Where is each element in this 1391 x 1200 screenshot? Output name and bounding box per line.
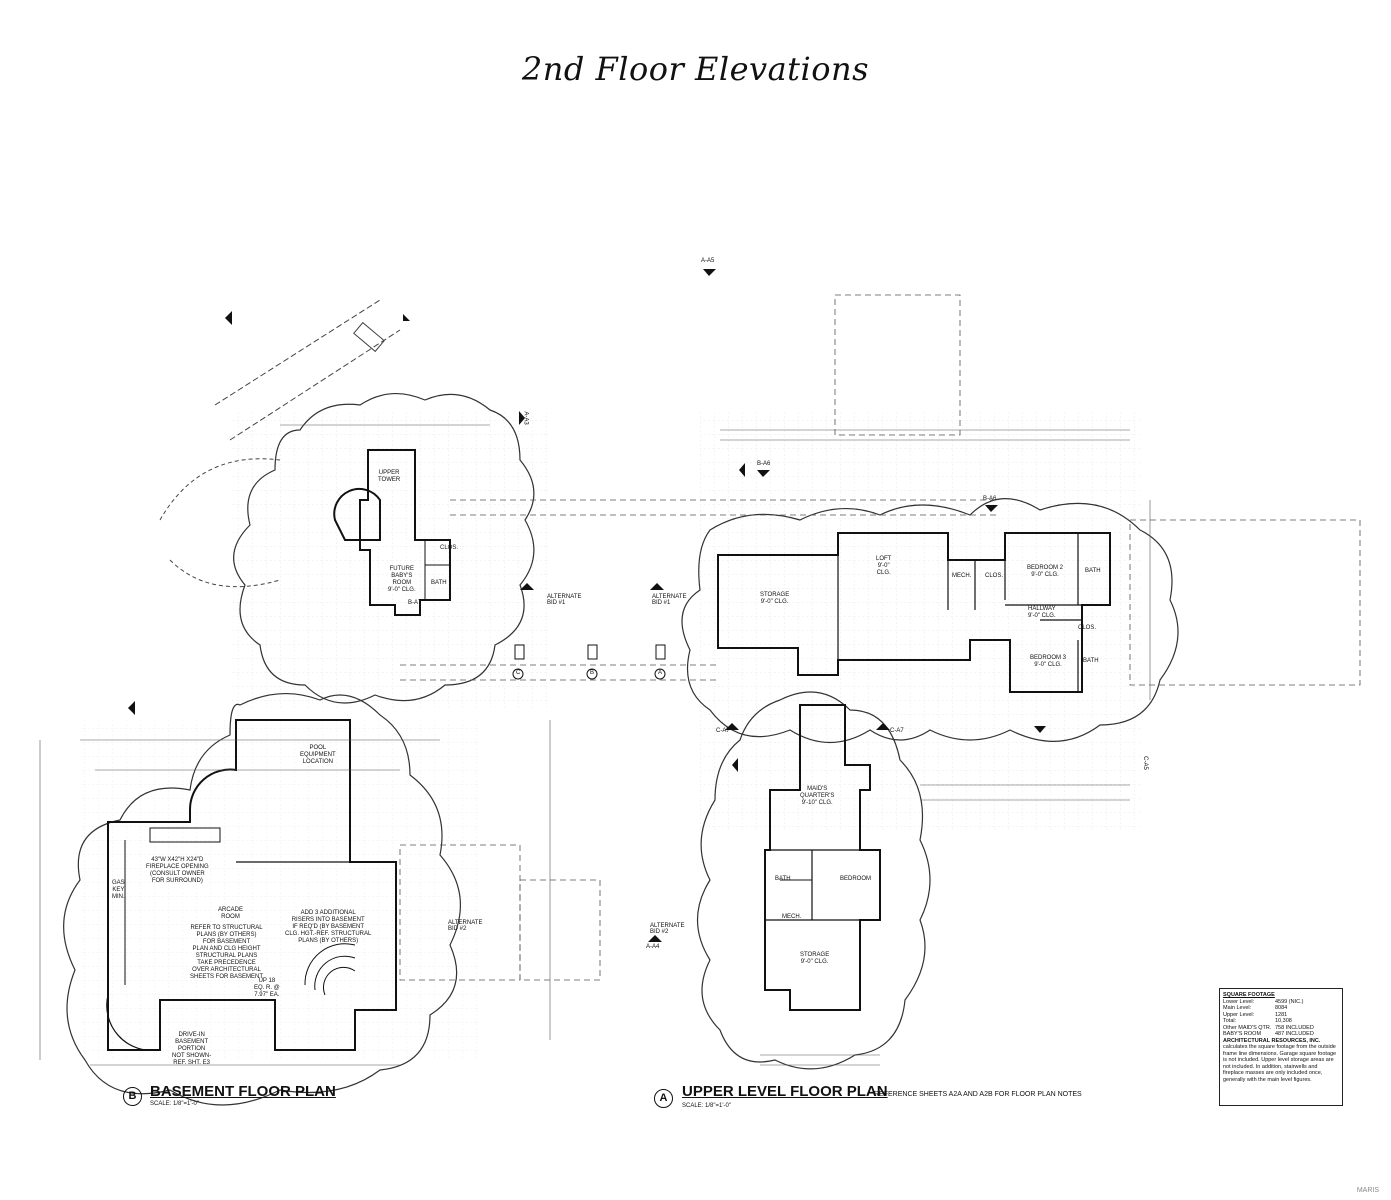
square-footage-firm: ARCHITECTURAL RESOURCES, INC. <box>1223 1037 1321 1044</box>
tower-cloud <box>233 392 535 704</box>
table-row: Upper Level:1281 <box>1223 1011 1288 1018</box>
section-mark-a-a3: A-A3 <box>522 411 529 425</box>
room-closet-top: CLOS. <box>985 573 1004 579</box>
page-title: 2nd Floor Elevations <box>521 50 870 88</box>
room-loft: LOFT 9'-0" CLG. <box>876 556 892 576</box>
basement-cloud <box>63 693 461 1106</box>
grid-marker-a: A <box>658 670 663 676</box>
section-mark-b-a6-right: B-A6 <box>983 496 997 502</box>
note-gas-key: GAS KEY MIN. <box>112 880 125 900</box>
room-mech-top: MECH. <box>952 573 972 579</box>
upper-main-cloud <box>681 498 1179 744</box>
alternate-bid-2-upper: ALTERNATE BID #2 <box>650 923 685 935</box>
upper-plan-title: UPPER LEVEL FLOOR PLAN <box>682 1083 888 1100</box>
alternate-bid-1-right: ALTERNATE BID #1 <box>652 594 687 606</box>
room-closet-bedroom-3: CLOS. <box>1078 625 1097 631</box>
basement-plan-marker: B <box>123 1087 142 1106</box>
section-mark-c-a7: C-A7 <box>716 728 730 734</box>
room-pool-equipment: POOL EQUIPMENT LOCATION <box>300 745 336 765</box>
room-bath-maid: BATH <box>775 876 791 882</box>
room-hallway: HALLWAY 9'-0" CLG. <box>1028 606 1056 619</box>
room-upper-tower: UPPER TOWER <box>378 470 401 483</box>
room-maids-quarters: MAID'S QUARTER'S 9'-10" CLG. <box>800 786 835 806</box>
note-fireplace-opening: 43"W X42"H X24"D FIREPLACE OPENING (CONS… <box>146 857 209 884</box>
square-footage-table: SQUARE FOOTAGE Lower Level:4599 (NIC.) M… <box>1219 988 1343 1106</box>
room-tower-bath: BATH <box>431 580 447 586</box>
room-arcade: ARCADE ROOM <box>218 907 244 920</box>
note-drive-in-basement: DRIVE-IN BASEMENT PORTION NOT SHOWN- REF… <box>172 1032 212 1066</box>
room-bedroom-2: BEDROOM 2 9'-0" CLG. <box>1027 565 1064 578</box>
room-bath-bedroom-2: BATH <box>1085 568 1101 574</box>
upper-plan-marker: A <box>654 1089 673 1108</box>
square-footage-heading: SQUARE FOOTAGE <box>1223 992 1275 998</box>
watermark: MARIS <box>1356 1187 1379 1194</box>
room-bath-bedroom-3: BATH <box>1083 658 1099 664</box>
section-mark-c-a5: C-A5 <box>1141 756 1148 770</box>
section-mark-c-a7-right: C-A7 <box>890 728 904 734</box>
room-bedroom-maid: BEDROOM <box>840 876 872 882</box>
note-structural-plans: REFER TO STRUCTURAL PLANS (BY OTHERS) FO… <box>190 925 264 980</box>
section-mark-a-a4: A-A4 <box>646 944 660 950</box>
table-row: Other MAID'S QTR.758 INCLUDED <box>1223 1024 1314 1031</box>
alternate-bid-2-basement: ALTERNATE BID #2 <box>448 920 483 932</box>
note-stair-up: UP 18 EQ. R. @ 7.97" EA. <box>254 978 280 998</box>
grid-marker-b: B <box>590 670 595 676</box>
basement-plan-scale: SCALE: 1/8"=1'-0" <box>150 1101 199 1107</box>
room-future-babys-room: FUTURE BABY'S ROOM 9'-0" CLG. <box>388 566 416 593</box>
room-storage-main: STORAGE 9'-0" CLG. <box>760 592 790 605</box>
table-row: Total:10,308 <box>1223 1018 1292 1024</box>
section-mark-b-a6: B-A6 <box>757 461 771 467</box>
grid-marker-c: C <box>516 670 521 676</box>
table-row: Lower Level:4599 (NIC.) <box>1223 998 1304 1005</box>
alternate-bid-1-left: ALTERNATE BID #1 <box>547 594 582 606</box>
table-row: Main Level:8084 <box>1223 1005 1288 1011</box>
room-mech-maid: MECH. <box>782 914 802 920</box>
note-additional-risers: ADD 3 ADDITIONAL RISERS INTO BASEMENT IF… <box>285 910 372 944</box>
square-footage-note: calculates the square footage from the o… <box>1223 1044 1337 1083</box>
room-tower-closet: CLOS. <box>440 545 459 551</box>
room-storage-maid: STORAGE 9'-0" CLG. <box>800 952 830 965</box>
upper-maid-cloud <box>696 691 931 1070</box>
upper-plan-reference-note: REFERENCE SHEETS A2A AND A2B FOR FLOOR P… <box>874 1091 1082 1098</box>
section-mark-a-a5: A-A5 <box>701 258 715 264</box>
basement-plan-title: BASEMENT FLOOR PLAN <box>150 1083 336 1100</box>
room-bedroom-3: BEDROOM 3 9'-0" CLG. <box>1030 655 1067 668</box>
upper-plan-scale: SCALE: 1/8"=1'-0" <box>682 1103 731 1109</box>
section-mark-b-a7: B-A7 <box>408 600 422 606</box>
